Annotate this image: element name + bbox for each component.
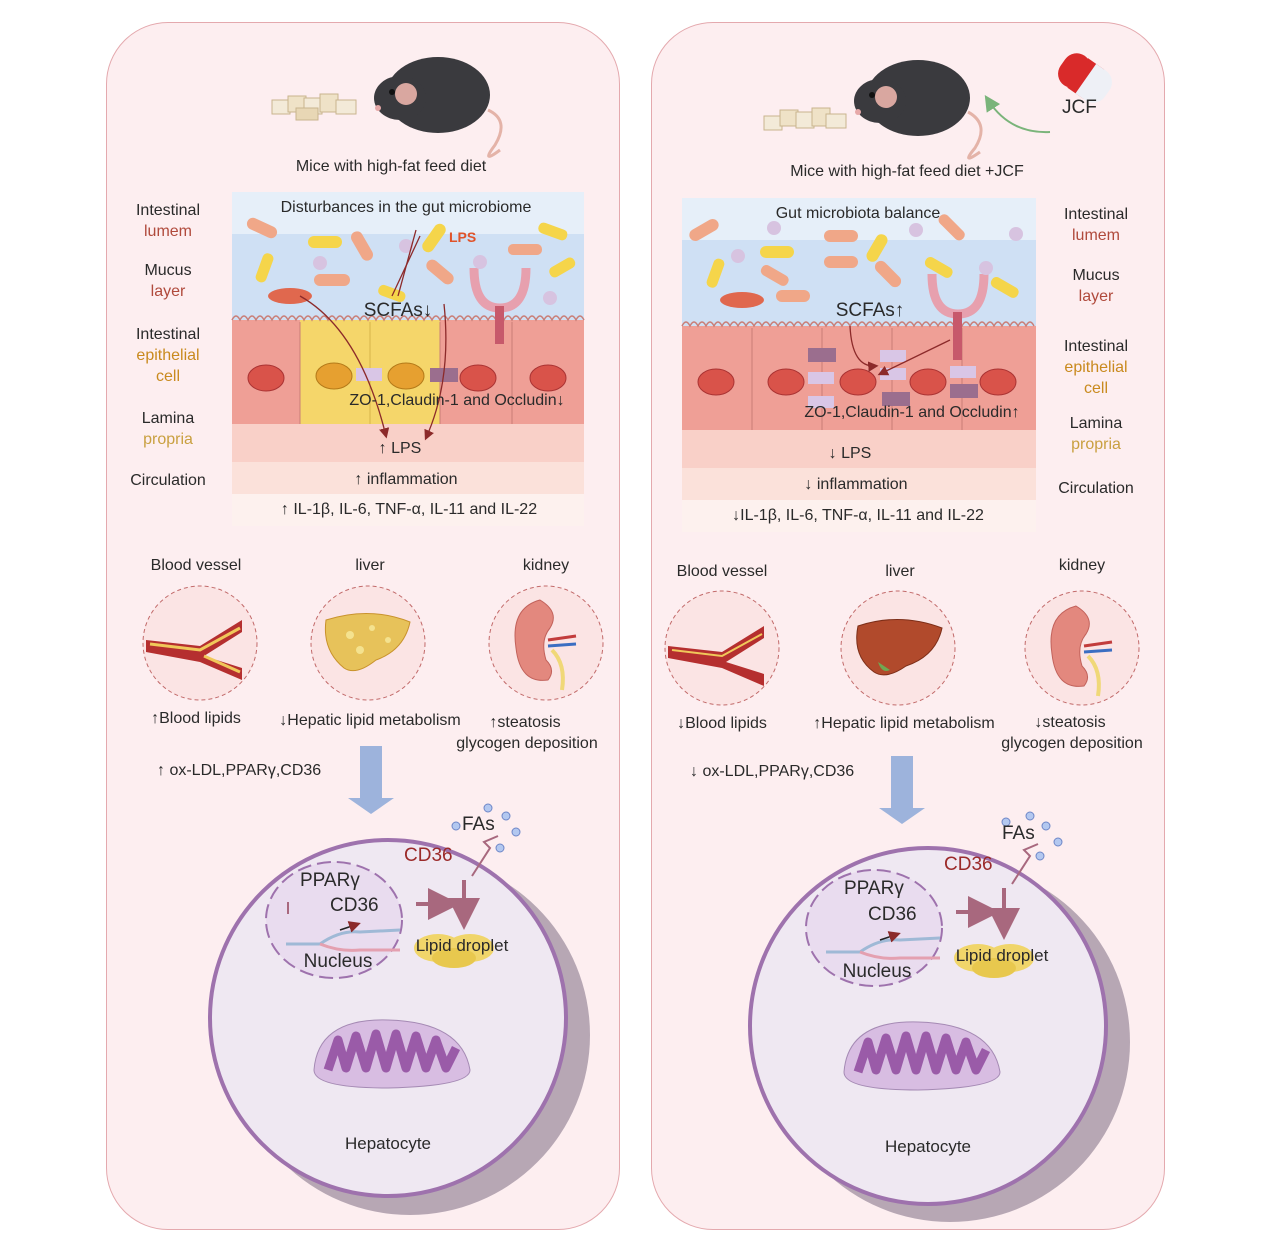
left-lipid-droplet-label: Lipid droplet [415, 936, 509, 955]
hepatocyte-left [208, 803, 590, 1215]
right-cd36-nucleus-label: CD36 [868, 904, 917, 925]
left-cd36-membrane-label: CD36 [404, 845, 453, 866]
left-liver-effect: ↓Hepatic lipid metabolism [279, 712, 461, 729]
kidney-left-icon [488, 585, 604, 701]
left-mouse-caption: Mice with high-fat feed diet [295, 158, 487, 175]
right-nucleus-label: Nucleus [842, 961, 912, 982]
drug-label: JCF [1062, 97, 1097, 118]
food-pellets-right-icon [763, 107, 847, 131]
left-kidney-effect-1: ↑steatosis [489, 714, 561, 731]
right-tight-junction-label: ZO-1,Claudin-1 and Occludin↑ [804, 404, 1020, 421]
right-liver-title: liver [885, 563, 915, 580]
healthy-liver-right-icon [840, 590, 956, 706]
left-ppar-label: PPARγ [300, 870, 360, 891]
right-liver-effect: ↑Hepatic lipid metabolism [813, 715, 995, 732]
capsule-pill-icon [1058, 53, 1112, 103]
hepatocyte-right [748, 811, 1130, 1222]
drug-arrow-icon [984, 94, 1051, 134]
fatty-liver-left-icon [310, 585, 426, 701]
right-inflammation: ↓ inflammation [804, 476, 908, 493]
right-mouse-caption: Mice with high-fat feed diet +JCF [790, 163, 1024, 180]
left-markers: ↑ ox-LDL,PPARγ,CD36 [157, 762, 322, 779]
right-scfa-label: SCFAs↑ [835, 300, 905, 321]
left-liver-title: liver [355, 557, 385, 574]
right-kidney-effect-1: ↓steatosis [1034, 714, 1106, 731]
right-markers: ↓ ox-LDL,PPARγ,CD36 [690, 763, 855, 780]
blood-vessel-left-icon [142, 585, 258, 701]
left-tight-junction-label: ZO-1,Claudin-1 and Occludin↓ [349, 392, 565, 409]
right-cd36-membrane-label: CD36 [944, 854, 993, 875]
right-vessel-title: Blood vessel [676, 563, 768, 580]
right-microbiome-title: Gut microbiota balance [775, 205, 941, 222]
left-layer-circulation: Circulation [130, 472, 206, 489]
left-microbiome-title: Disturbances in the gut microbiome [280, 199, 532, 216]
right-ppar-label: PPARγ [844, 878, 904, 899]
gut-cross-section-left [231, 192, 585, 526]
right-lipid-droplet-label: Lipid droplet [955, 946, 1049, 965]
left-kidney-effect-2: glycogen deposition [456, 735, 598, 752]
left-scfa-label: SCFAs↓ [363, 300, 433, 321]
left-kidney-title: kidney [522, 557, 570, 574]
right-vessel-effect: ↓Blood lipids [677, 715, 767, 732]
right-lps-circulation: ↓ LPS [828, 445, 872, 462]
blood-vessel-right-icon [664, 590, 780, 706]
food-pellets-icon [271, 93, 357, 121]
left-vessel-title: Blood vessel [150, 557, 242, 574]
right-hepatocyte-label: Hepatocyte [885, 1137, 971, 1156]
left-cytokines: ↑ IL-1β, IL-6, TNF-α, IL-11 and IL-22 [280, 501, 538, 518]
left-nucleus-label: Nucleus [303, 951, 373, 972]
right-layer-circulation: Circulation [1058, 480, 1134, 497]
left-hepatocyte-label: Hepatocyte [345, 1134, 431, 1153]
left-lps-label: LPS [449, 229, 477, 245]
down-arrow-left-icon [348, 746, 394, 814]
left-inflammation: ↑ inflammation [354, 471, 458, 488]
left-cd36-nucleus-label: CD36 [330, 895, 379, 916]
right-cytokines: ↓IL-1β, IL-6, TNF-α, IL-11 and IL-22 [732, 507, 984, 524]
right-kidney-title: kidney [1058, 557, 1106, 574]
left-lps-circulation: ↑ LPS [378, 440, 422, 457]
left-vessel-effect: ↑Blood lipids [151, 710, 241, 727]
mouse-icon [374, 57, 503, 158]
right-fas-label: FAs [1002, 823, 1035, 844]
right-kidney-effect-2: glycogen deposition [1001, 735, 1143, 752]
mouse-right-icon [854, 60, 983, 160]
left-fas-label: FAs [462, 814, 495, 835]
kidney-right-icon [1024, 590, 1140, 706]
down-arrow-right-icon [879, 756, 925, 824]
gut-cross-section-right [681, 198, 1036, 532]
